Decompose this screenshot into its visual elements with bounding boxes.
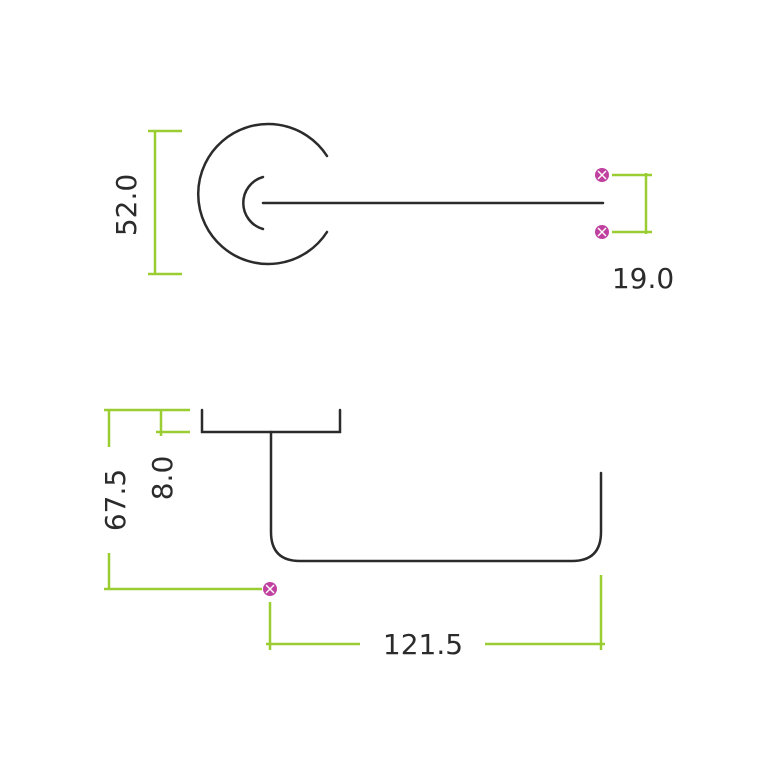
lever-profile [269,430,603,563]
fixing-marker-icon [595,225,609,239]
dimension-label-projection: 67.5 [99,469,132,531]
dimension-label-rose-thickness: 8.0 [146,456,179,501]
dimension-label-rose-diameter: 52.0 [110,174,143,236]
dimension-projection: 67.5 [99,408,262,591]
fixing-marker-icon [595,168,609,182]
rose-profile [200,408,342,434]
dimension-rose-thickness: 8.0 [146,410,190,500]
dimension-label-lever-width: 19.0 [612,262,674,295]
dimension-lever-length: 121.5 [263,575,605,661]
fixing-marker-icon [263,582,277,596]
rose-outer-arc [196,122,329,266]
front-view: 52.0 19.0 [110,122,674,295]
top-view: 67.5 8.0 121.5 [99,408,605,661]
dimension-lever-width: 19.0 [595,168,674,295]
dimension-label-lever-length: 121.5 [383,628,463,661]
rose-inner-arc [242,175,265,231]
dimension-rose-diameter: 52.0 [110,129,182,276]
